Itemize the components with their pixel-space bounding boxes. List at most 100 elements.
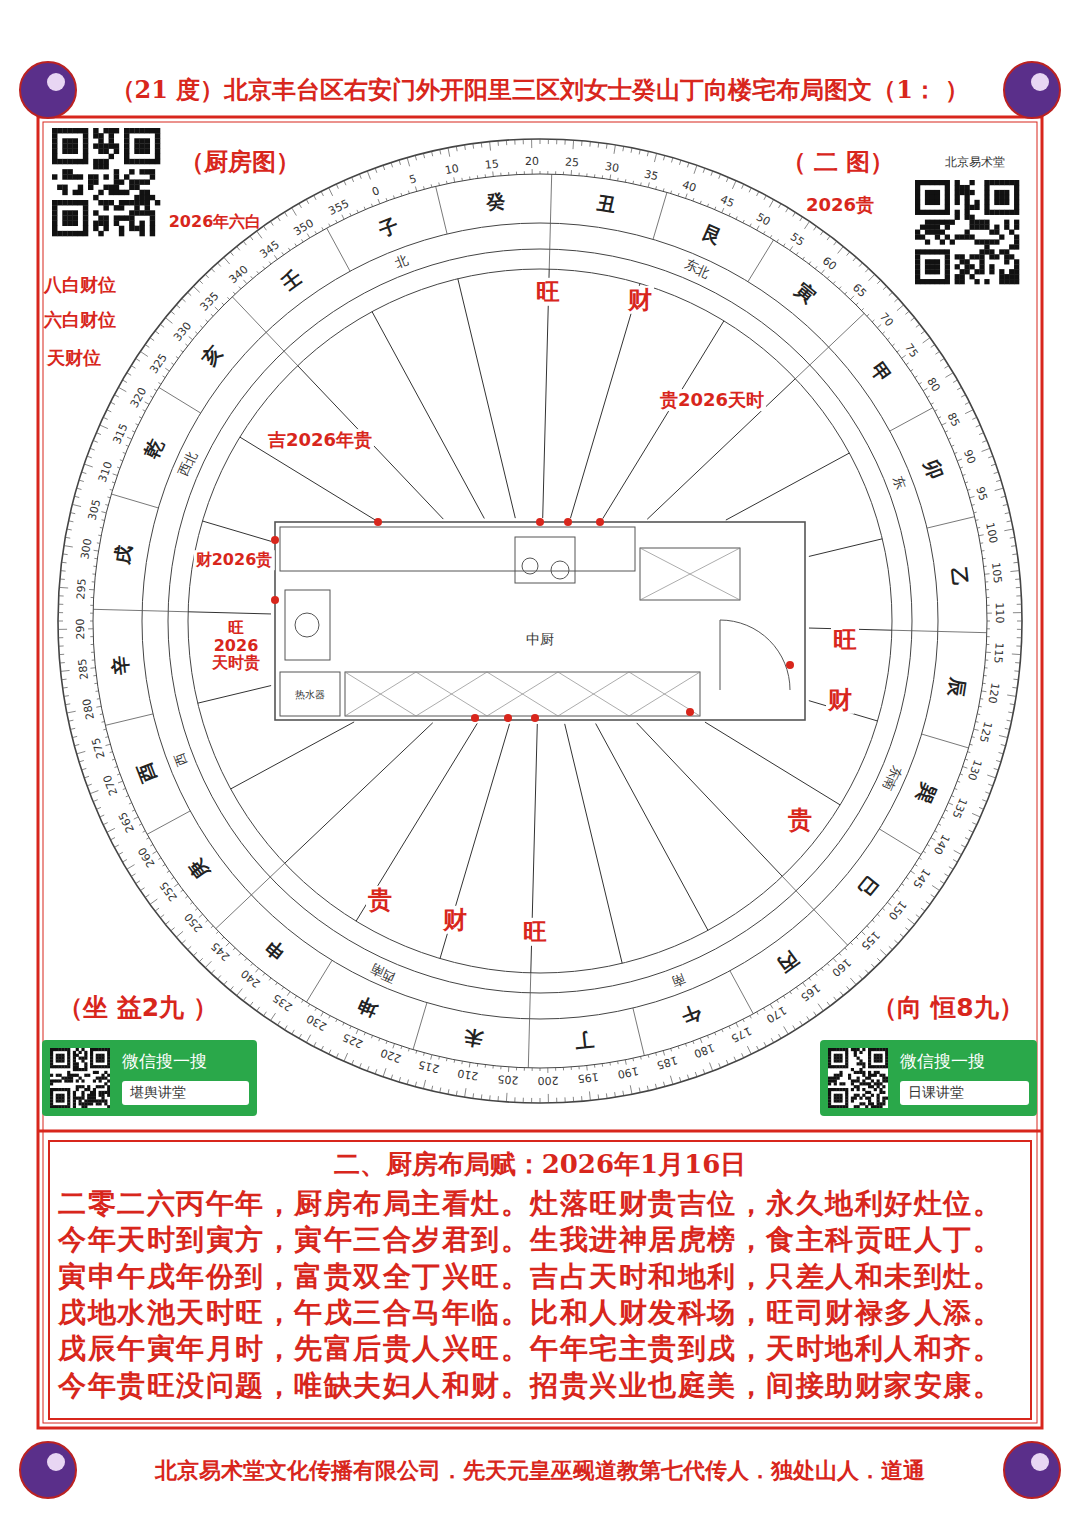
qr-cell	[960, 190, 965, 195]
degree-tick	[103, 729, 106, 731]
degree-tick	[206, 920, 208, 922]
degree-tick	[887, 902, 891, 905]
degree-tick	[783, 996, 785, 999]
qr-cell	[940, 210, 945, 215]
degree-tick	[217, 263, 220, 267]
qr-cell	[64, 1088, 67, 1091]
degree-number: 145	[910, 866, 932, 890]
qr-cell	[124, 154, 129, 159]
degree-tick	[127, 373, 131, 376]
qr-cell	[839, 1094, 842, 1097]
degree-tick	[506, 1093, 508, 1102]
degree-number: 350	[291, 217, 315, 238]
qr-cell	[865, 1091, 868, 1094]
degree-tick	[707, 1035, 708, 1038]
degree-tick	[897, 890, 899, 892]
degree-tick	[1017, 621, 1022, 622]
qr-cell	[969, 274, 974, 279]
degree-tick	[230, 986, 233, 990]
degree-tick	[942, 423, 946, 425]
qr-cell	[842, 1048, 845, 1051]
qr-cell	[874, 1082, 877, 1085]
degree-tick	[984, 566, 987, 567]
qr-cell	[839, 1099, 842, 1102]
qr-cell	[854, 1054, 857, 1057]
qr-cell	[839, 1074, 842, 1077]
degree-tick	[79, 480, 84, 481]
qr-cell	[83, 143, 88, 148]
qr-cell	[879, 1105, 882, 1108]
qr-cell	[56, 1074, 59, 1077]
qr-cell	[834, 1105, 837, 1108]
degree-tick	[250, 1002, 253, 1006]
qr-code	[50, 1048, 110, 1108]
degree-tick	[967, 489, 970, 491]
degree-tick	[995, 488, 1004, 490]
qr-cell	[84, 1057, 87, 1060]
qr-cell	[93, 1071, 96, 1074]
qr-cell	[56, 1097, 59, 1100]
degree-tick	[786, 208, 789, 212]
degree-tick	[654, 153, 656, 162]
degree-tick	[62, 562, 67, 564]
degree-tick	[243, 241, 246, 245]
degree-tick	[622, 1091, 624, 1096]
qr-cell	[107, 1065, 110, 1068]
qr-cell	[114, 190, 119, 195]
qr-cell	[50, 1082, 53, 1085]
degree-tick	[314, 1042, 316, 1046]
degree-tick	[176, 305, 180, 308]
qr-cell	[64, 1105, 67, 1108]
degree-number: 260	[136, 845, 157, 869]
degree-tick	[285, 1026, 288, 1030]
degree-tick	[94, 558, 97, 559]
degree-tick	[715, 207, 716, 210]
degree-tick	[555, 171, 556, 174]
qr-cell	[859, 1062, 862, 1065]
qr-cell	[73, 1097, 76, 1100]
qr-cell	[831, 1105, 834, 1108]
qr-cell	[871, 1079, 874, 1082]
degree-tick	[609, 1062, 610, 1065]
degree-tick	[102, 519, 105, 521]
marker-dot	[504, 714, 512, 722]
degree-tick	[757, 192, 759, 196]
qr-cell	[960, 254, 965, 259]
qr-cell	[73, 149, 78, 154]
degree-tick	[114, 395, 118, 397]
degree-tick	[145, 895, 149, 898]
degree-tick	[1017, 604, 1022, 605]
qr-cell	[935, 220, 940, 225]
degree-tick	[655, 1084, 656, 1089]
degree-tick	[882, 908, 884, 910]
qr-cell	[103, 159, 108, 164]
degree-number: 15	[484, 158, 499, 171]
qr-cell	[877, 1094, 880, 1097]
degree-tick	[344, 181, 346, 186]
qr-cell	[103, 185, 108, 190]
qr-cell	[150, 128, 155, 133]
degree-number: 220	[379, 1046, 403, 1064]
qr-cell	[1014, 205, 1019, 210]
degree-tick	[90, 605, 93, 606]
degree-tick	[263, 266, 265, 268]
qr-cell	[974, 239, 979, 244]
qr-cell	[989, 269, 994, 274]
qr-cell	[52, 226, 57, 231]
qr-cell	[78, 231, 83, 236]
degree-tick	[477, 175, 478, 178]
degree-tick	[960, 774, 963, 775]
degree-tick	[1011, 545, 1016, 547]
qr-cell	[877, 1097, 880, 1100]
degree-tick	[976, 425, 981, 427]
degree-tick	[977, 713, 980, 715]
degree-tick	[853, 257, 856, 261]
qr-cell	[1014, 190, 1019, 195]
degree-tick	[163, 864, 166, 866]
qr-cell	[114, 149, 119, 154]
qr-cell	[139, 128, 144, 133]
degree-tick	[906, 363, 908, 365]
qr-cell	[868, 1074, 871, 1077]
qr-cell	[104, 1065, 107, 1068]
degree-tick	[93, 440, 98, 442]
